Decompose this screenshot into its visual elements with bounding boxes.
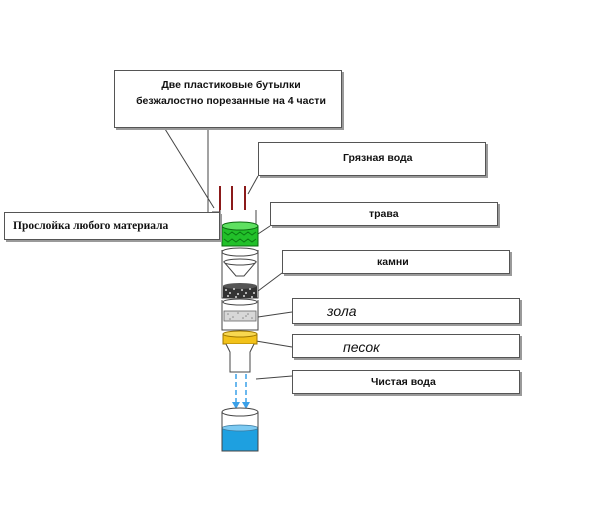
glass-clean-water — [221, 407, 259, 452]
bottle-neck — [225, 343, 255, 373]
label-clean-water: Чистая вода — [371, 376, 436, 388]
callout-stones: камни — [282, 250, 510, 274]
leader-sand — [255, 340, 293, 348]
clean-water-drip — [232, 374, 250, 409]
callout-dirty-water: Грязная вода — [258, 142, 486, 176]
callout-clean-water: Чистая вода — [292, 370, 520, 394]
label-grass: трава — [369, 208, 399, 220]
label-dirty-water: Грязная вода — [343, 152, 413, 164]
callout-bottles: Две пластиковые бутылки безжалостно поре… — [114, 70, 342, 128]
callout-layer: Прослойка любого материала — [4, 212, 220, 240]
callout-grass: трава — [270, 202, 498, 226]
label-ash: зола — [327, 303, 357, 319]
ash-layer — [221, 298, 259, 331]
label-bottles: Две пластиковые бутылки безжалостно поре… — [136, 79, 326, 107]
leader-ash — [257, 311, 293, 318]
grass-layer — [221, 221, 259, 247]
leader-clean-water — [255, 375, 293, 380]
label-stones: камни — [377, 256, 409, 268]
label-sand: песок — [343, 339, 380, 355]
leader-bottles-1 — [164, 128, 215, 209]
leader-dirty-water — [247, 175, 259, 195]
leader-stones — [257, 272, 283, 292]
callout-sand: песок — [292, 334, 520, 358]
stones-layer — [223, 283, 257, 298]
callout-ash: зола — [292, 298, 520, 324]
label-layer: Прослойка любого материала — [13, 220, 169, 232]
sand-layer — [222, 330, 258, 345]
